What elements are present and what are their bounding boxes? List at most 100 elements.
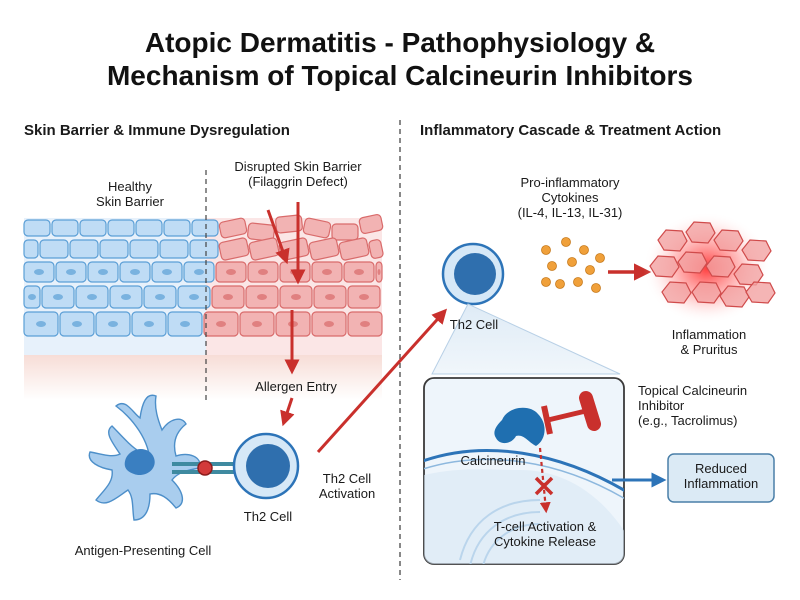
skin-cell xyxy=(302,217,332,239)
skin-cell-nucleus xyxy=(121,294,131,300)
skin-cell-nucleus xyxy=(257,294,267,300)
skin-cell xyxy=(331,223,359,241)
mechanism-cell-interior xyxy=(424,449,624,564)
th2-cell-left-icon xyxy=(232,432,300,500)
skin-cell-nucleus xyxy=(66,269,76,275)
skin-cell-nucleus xyxy=(72,321,82,327)
th2-activation-label: Th2 Cell Activation xyxy=(318,471,376,501)
tcell-activation-label: T-cell Activation & Cytokine Release xyxy=(493,519,597,549)
skin-cell xyxy=(99,239,129,259)
inflamed-cell xyxy=(705,255,736,278)
inflamed-cell xyxy=(657,229,688,252)
inflamed-cell xyxy=(741,239,772,262)
apc-label: Antigen-Presenting Cell xyxy=(74,543,212,558)
skin-cell-nucleus xyxy=(189,294,199,300)
skin-cell-nucleus xyxy=(144,321,154,327)
skin-cells-group xyxy=(23,214,384,337)
allergen-arrow-1 xyxy=(266,209,290,265)
reduced-inflammation-label: Reduced Inflammation xyxy=(683,461,759,491)
cytokine-dot xyxy=(567,257,577,267)
th2-cell-left-label: Th2 Cell xyxy=(243,509,293,524)
skin-cell-nucleus xyxy=(354,269,364,275)
skin-cell xyxy=(191,219,219,237)
healthy-skin-label: Healthy Skin Barrier xyxy=(96,179,164,209)
calcineurin-label: Calcineurin xyxy=(460,453,526,468)
inflamed-cell xyxy=(677,251,708,274)
cytokine-dot xyxy=(547,261,557,271)
skin-cell xyxy=(308,237,340,261)
skin-cell-nucleus xyxy=(155,294,165,300)
th2-cell-right-label: Th2 Cell xyxy=(449,317,499,332)
calcineurin-icon xyxy=(494,407,545,446)
cytokine-dot xyxy=(585,265,595,275)
skin-cell xyxy=(79,219,107,237)
skin-cell xyxy=(23,239,39,259)
skin-cell-nucleus xyxy=(226,269,236,275)
skin-cell-nucleus xyxy=(216,321,226,327)
reduced-inflammation-box xyxy=(667,453,775,503)
skin-cell-nucleus xyxy=(98,269,108,275)
skin-cell-nucleus xyxy=(180,321,190,327)
right-panel-heading: Inflammatory Cascade & Treatment Action xyxy=(420,122,722,139)
cytokine-dot xyxy=(579,245,589,255)
allergen-arrow-4 xyxy=(280,397,295,427)
cytokine-dot xyxy=(541,245,551,255)
skin-cell-nucleus xyxy=(36,321,46,327)
skin-cell-nucleus xyxy=(377,269,381,275)
cytokine-dot xyxy=(595,253,605,263)
skin-cell-nucleus xyxy=(87,294,97,300)
activation-arrow xyxy=(316,308,448,454)
disrupted-skin-label: Disrupted Skin Barrier (Filaggrin Defect… xyxy=(234,159,362,189)
skin-cell-nucleus xyxy=(258,269,268,275)
skin-cell-nucleus xyxy=(194,269,204,275)
skin-cell-nucleus xyxy=(34,269,44,275)
inhibitor-label: Topical Calcineurin Inhibitor (e.g., Tac… xyxy=(638,383,748,428)
skin-cell xyxy=(275,214,303,234)
skin-cell-nucleus xyxy=(360,321,370,327)
skin-cell xyxy=(23,219,51,237)
skin-cell-nucleus xyxy=(291,294,301,300)
skin-cell xyxy=(163,219,191,237)
skin-cell xyxy=(69,239,99,259)
skin-cell-nucleus xyxy=(325,294,335,300)
skin-cell-nucleus xyxy=(322,269,332,275)
zoom-wedge xyxy=(431,303,621,375)
inflamed-cell xyxy=(713,229,744,252)
left-panel-heading: Skin Barrier & Immune Dysregulation xyxy=(24,122,290,139)
skin-cell xyxy=(218,237,250,261)
block-x-icon xyxy=(534,476,554,496)
cytokine-dot xyxy=(541,277,551,287)
skin-cell-nucleus xyxy=(162,269,172,275)
cytokines-label: Pro-inflammatory Cytokines (IL-4, IL-13,… xyxy=(517,175,623,220)
blocked-arrow xyxy=(538,447,551,514)
skin-cell xyxy=(368,239,384,259)
skin-cell-nucleus xyxy=(324,321,334,327)
inflamed-cell xyxy=(685,221,716,244)
cytokine-dot xyxy=(555,279,565,289)
skin-cell-nucleus xyxy=(130,269,140,275)
skin-cell xyxy=(159,239,189,259)
inflammation-label: Inflammation & Pruritus xyxy=(671,327,747,357)
th2-cell-right-icon xyxy=(441,242,505,306)
inhibitor-icon xyxy=(541,391,601,435)
skin-cell xyxy=(107,219,135,237)
skin-cell xyxy=(247,222,275,242)
diagram-title: Atopic Dermatitis - Pathophysiology & Me… xyxy=(106,27,693,92)
skin-cell-nucleus xyxy=(28,294,36,300)
cytokine-dots-group xyxy=(541,237,605,293)
inflamed-cell xyxy=(745,281,776,304)
cytokine-dot xyxy=(561,237,571,247)
skin-cell xyxy=(218,217,248,239)
skin-cell-nucleus xyxy=(53,294,63,300)
dermis-layer xyxy=(24,350,382,400)
skin-cell xyxy=(51,219,79,237)
skin-cell-nucleus xyxy=(108,321,118,327)
skin-cell-nucleus xyxy=(223,294,233,300)
skin-cell xyxy=(248,237,280,261)
skin-cell xyxy=(358,214,384,234)
skin-cell-nucleus xyxy=(252,321,262,327)
skin-cell xyxy=(39,239,69,259)
cytokine-dot xyxy=(591,283,601,293)
